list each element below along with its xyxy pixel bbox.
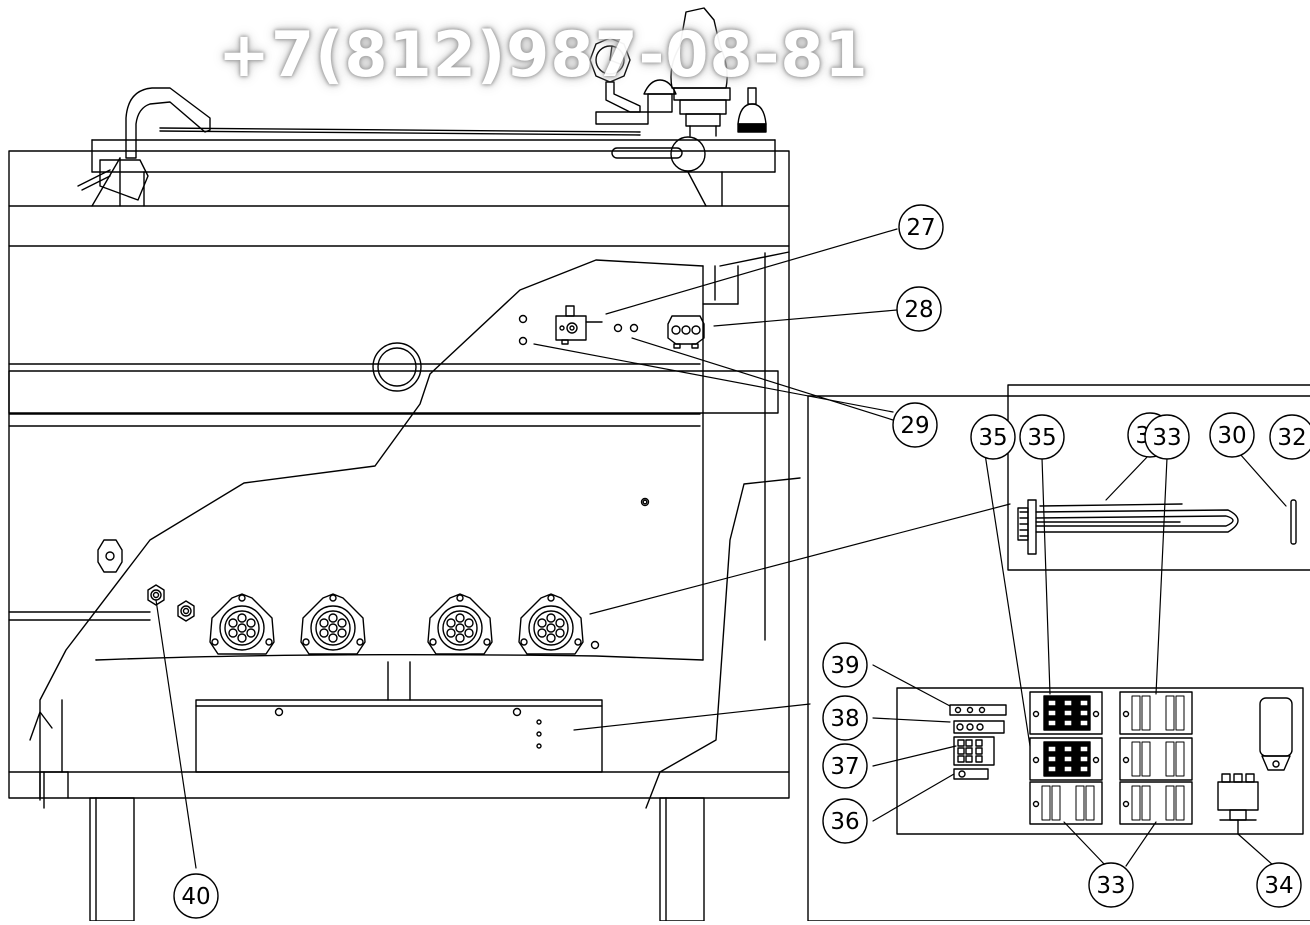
heating-element-icon	[300, 593, 366, 655]
switch-component-icon	[555, 305, 603, 345]
control-knob-icon	[97, 539, 123, 573]
callout-label: 30	[1217, 423, 1246, 449]
sensor-rod-icon	[1290, 499, 1297, 545]
capacitor-icon	[1259, 697, 1293, 771]
heating-element-icon	[209, 593, 275, 655]
tubular-heater-icon	[1017, 499, 1239, 555]
callout-circle	[896, 286, 942, 332]
viewing-port-icon	[372, 342, 422, 392]
breaker-group	[1029, 691, 1103, 781]
electrical-box	[195, 661, 603, 773]
callout-40: 40	[173, 873, 219, 919]
callout-circle	[1019, 414, 1065, 460]
callout-label: 27	[906, 215, 935, 241]
top-lid	[91, 127, 776, 207]
callout-35: 35	[1019, 414, 1065, 460]
callout-circle	[892, 402, 938, 448]
callout-39: 39	[822, 642, 868, 688]
callout-33: 33	[1088, 862, 1134, 908]
callout-36: 36	[822, 798, 868, 844]
callout-circle	[173, 873, 219, 919]
callout-30: 30	[1209, 412, 1255, 458]
relay-component-icon	[667, 315, 705, 349]
callout-circle	[822, 695, 868, 741]
callout-34: 34	[1256, 862, 1302, 908]
callout-circle	[1144, 414, 1190, 460]
callouts: 27282931303535333239383736333440	[173, 204, 1310, 919]
safety-valve-icon	[643, 7, 767, 137]
leader-lines	[155, 228, 1287, 869]
watermark-phone: +7(812)987-08-81	[218, 18, 869, 91]
heating-element-icon	[518, 593, 584, 655]
callout-circle	[822, 642, 868, 688]
callout-circle	[822, 743, 868, 789]
callout-38: 38	[822, 695, 868, 741]
callout-35: 35	[970, 414, 1016, 460]
callout-33: 33	[1144, 414, 1190, 460]
pressure-gauge-icon	[589, 37, 649, 125]
control-panel	[39, 259, 704, 801]
callout-label: 40	[181, 884, 210, 910]
callout-circle	[822, 798, 868, 844]
legs	[29, 251, 801, 922]
callout-28: 28	[896, 286, 942, 332]
callout-label: 33	[1152, 425, 1181, 451]
power-relay-icon	[1217, 773, 1259, 835]
water-tap-icon	[77, 87, 211, 201]
callout-label: 32	[1277, 425, 1306, 451]
callout-label: 29	[900, 413, 929, 439]
callout-label: 33	[1096, 873, 1125, 899]
cable-gland-icon	[147, 584, 195, 622]
callout-circle	[1256, 862, 1302, 908]
cabinet-body	[8, 150, 790, 799]
callout-37: 37	[822, 743, 868, 789]
lid-knob-icon	[670, 136, 706, 172]
terminal-rows	[1029, 691, 1193, 825]
inset-heating-element	[1007, 384, 1310, 571]
callout-label: 35	[1027, 425, 1056, 451]
callout-label: 38	[830, 706, 859, 732]
heater-flanges	[209, 593, 600, 655]
inset-terminal-panel	[807, 395, 1310, 922]
callout-circle	[898, 204, 944, 250]
heating-element-icon	[427, 593, 493, 655]
callout-circle	[1088, 862, 1134, 908]
callout-label: 28	[904, 297, 933, 323]
callout-label: 34	[1264, 873, 1293, 899]
callout-label: 36	[830, 809, 859, 835]
callout-label: 39	[830, 653, 859, 679]
callout-label: 37	[830, 754, 859, 780]
terminal-block-icon	[949, 704, 1007, 780]
callout-27: 27	[898, 204, 944, 250]
callout-circle	[970, 414, 1016, 460]
callout-circle	[1269, 414, 1310, 460]
callout-circle	[1209, 412, 1255, 458]
callout-29: 29	[892, 402, 938, 448]
callout-32: 32	[1269, 414, 1310, 460]
callout-label: 35	[978, 425, 1007, 451]
